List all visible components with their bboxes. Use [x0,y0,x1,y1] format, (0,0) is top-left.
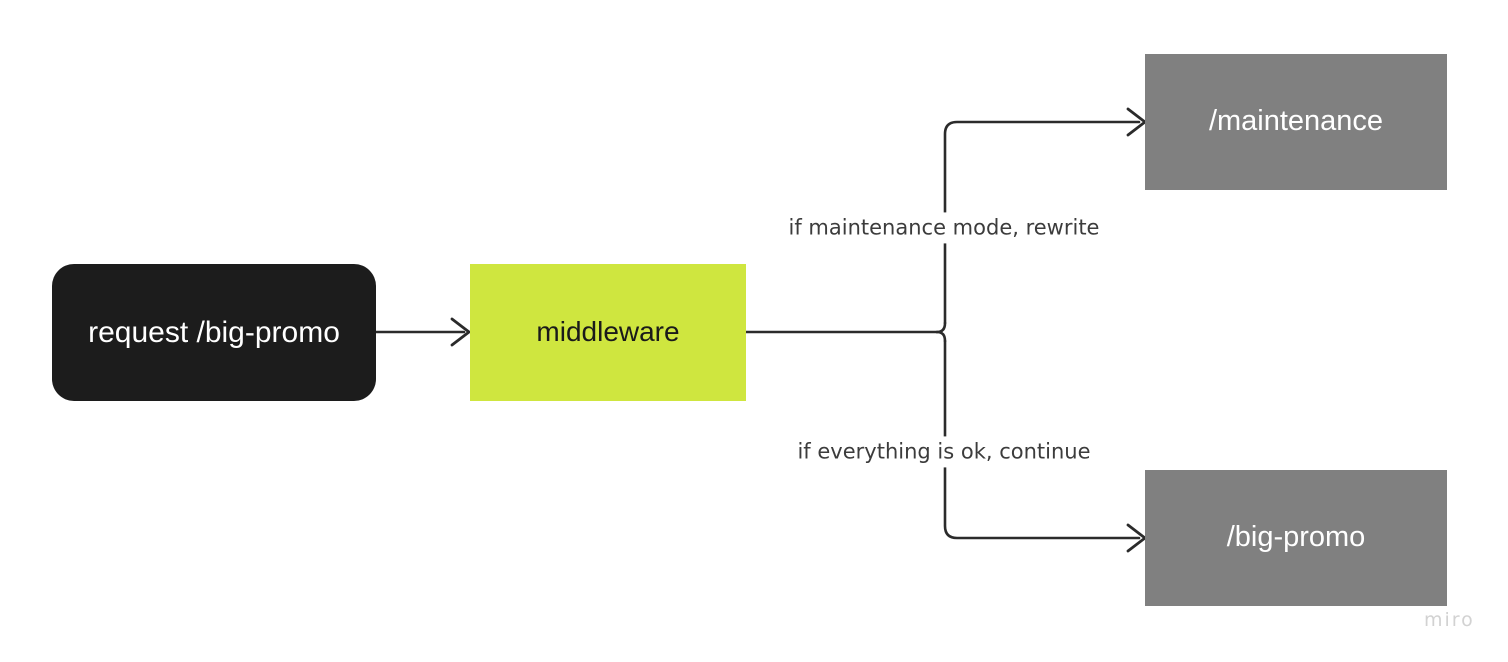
node-bigpromo-label: /big-promo [1226,521,1366,554]
node-maintenance[interactable]: /maintenance [1145,54,1447,190]
node-bigpromo[interactable]: /big-promo [1145,470,1447,606]
node-maintenance-label: /maintenance [1208,105,1384,138]
node-middleware[interactable]: middleware [470,264,746,401]
node-request-label: request /big-promo [88,316,340,349]
arrowhead-icon-request-to-middleware [450,317,471,347]
edge-label-maintenance: if maintenance mode, rewrite [782,212,1106,244]
edge-line-middleware-to-bigpromo [943,339,1141,540]
edge-request-to-middleware[interactable] [374,317,471,347]
edge-middleware-trunk [744,321,947,343]
junction-flare-down [935,330,947,343]
edge-line-middleware-to-maintenance [943,120,1141,325]
junction-flare-up [935,321,947,334]
node-middleware-label: middleware [536,316,680,348]
edge-label-continue: if everything is ok, continue [791,436,1097,468]
miro-watermark: miro [1424,609,1475,631]
node-request[interactable]: request /big-promo [52,264,376,401]
